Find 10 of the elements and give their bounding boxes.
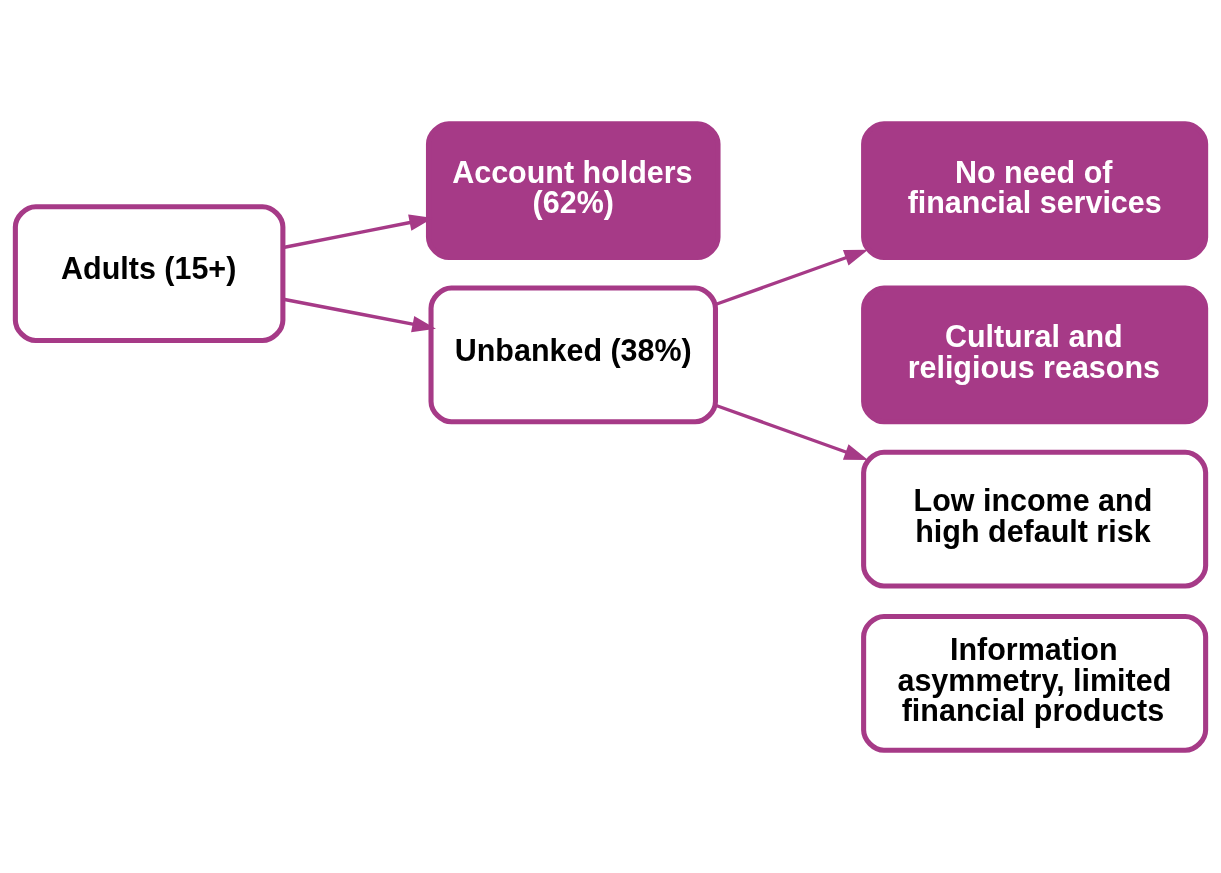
arrow [715,403,869,460]
arrow [715,249,869,306]
node-box: Information asymmetry, limited financial products [861,613,1209,753]
node-box: Unbanked (38%) [428,284,718,424]
node-box: Low income and high default risk [861,449,1209,589]
node-box: Cultural and religious reasons [861,284,1209,424]
node-box: Adults (15+) [12,203,286,343]
node-box: Account holders (62%) [425,120,721,260]
arrow [283,297,436,332]
node-box: No need of financial services [861,120,1209,260]
